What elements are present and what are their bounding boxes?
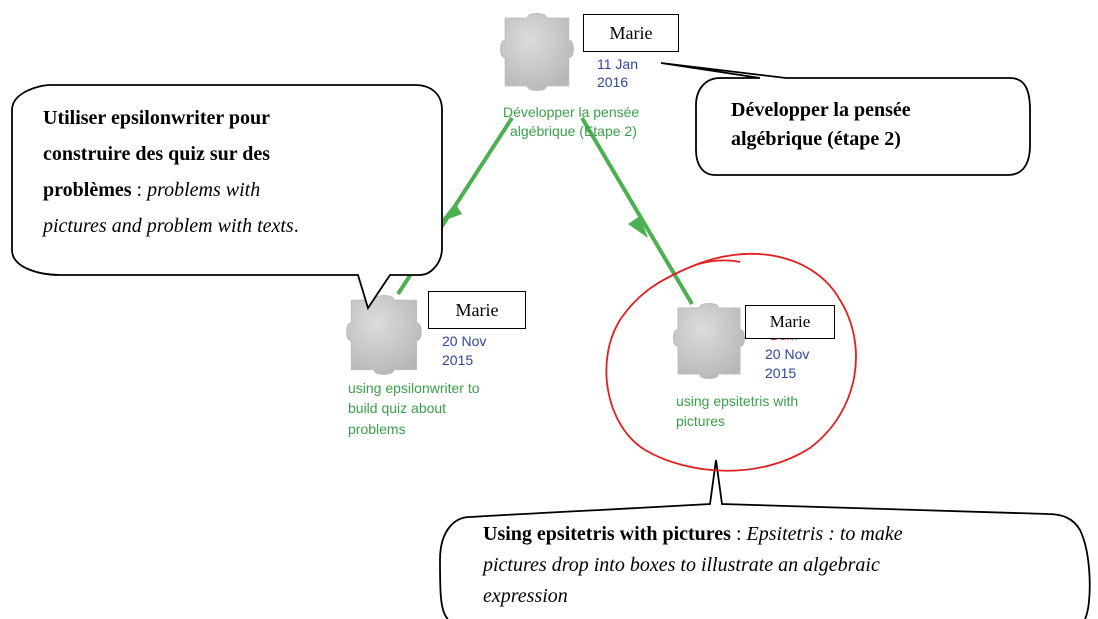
callout-bottom-sep: : bbox=[730, 523, 747, 545]
callout-bottom-bold: Using epsitetris with pictures bbox=[483, 523, 731, 545]
callout-bottom-italic2: pictures drop into boxes to illustrate a… bbox=[483, 554, 880, 576]
callout-top-right-line1: Développer la pensée bbox=[731, 99, 911, 121]
node-left-date-day: 20 Nov bbox=[442, 333, 487, 349]
callout-top-right-line2: algébrique (étape 2) bbox=[731, 128, 901, 150]
author-box-top: Marie bbox=[583, 14, 679, 52]
callout-bubble-bottom bbox=[439, 459, 1091, 619]
node-left-date-year: 2015 bbox=[442, 352, 474, 368]
edge-top-to-right bbox=[580, 116, 694, 306]
arrowhead-right bbox=[628, 216, 648, 238]
node-top-date-day: 11 Jan bbox=[597, 56, 638, 72]
node-right-date-year: 2015 bbox=[765, 365, 797, 381]
author-box-right: Marie bbox=[745, 305, 835, 339]
callout-bottom-line1: Using epsitetris with pictures : Epsitet… bbox=[483, 519, 903, 550]
callout-left-line4-italic: pictures and problem with texts bbox=[43, 215, 294, 237]
callout-bottom-text: Using epsitetris with pictures : Epsitet… bbox=[483, 519, 903, 612]
callout-bottom-italic3: expression bbox=[483, 585, 568, 607]
puzzle-icon-left[interactable] bbox=[346, 295, 422, 375]
node-right-date-day: 20 Nov bbox=[765, 346, 810, 362]
puzzle-icon-top[interactable] bbox=[500, 13, 574, 91]
callout-bubble-left bbox=[11, 84, 443, 311]
callout-left-line2: construire des quiz sur des bbox=[43, 143, 271, 165]
node-left-label-line2[interactable]: build quiz about bbox=[348, 400, 447, 416]
callout-left-line1: Utiliser epsilonwriter pour bbox=[43, 107, 271, 129]
callout-left-line3-bold: problèmes bbox=[43, 179, 132, 201]
callout-left-text: Utiliser epsilonwriter pour construire d… bbox=[43, 100, 299, 244]
callout-left-line3: problèmes : problems with bbox=[43, 172, 299, 208]
highlight-circle bbox=[605, 252, 857, 472]
callout-bottom-line2: pictures drop into boxes to illustrate a… bbox=[483, 550, 903, 581]
node-top-label-line1[interactable]: Développer la pensée bbox=[503, 104, 640, 120]
author-box-left: Marie bbox=[428, 291, 526, 329]
node-left-label-line1[interactable]: using epsilonwriter to bbox=[348, 380, 480, 396]
callout-left-line4: pictures and problem with texts. bbox=[43, 208, 299, 244]
node-left-label-line3[interactable]: problems bbox=[348, 421, 406, 437]
callout-left-line3-italic: problems with bbox=[147, 179, 261, 201]
callout-bottom-italic1: Epsitetris : to make bbox=[746, 523, 903, 545]
node-top-date-year: 2016 bbox=[597, 74, 629, 90]
node-top-label-line2[interactable]: algébrique (Etape 2) bbox=[510, 123, 637, 139]
callout-top-right-text: Développer la pensée algébrique (étape 2… bbox=[731, 96, 911, 154]
callout-bubble-top-right bbox=[660, 62, 1031, 176]
node-right-label-line2[interactable]: pictures bbox=[676, 413, 726, 429]
arrowhead-left bbox=[440, 203, 462, 222]
node-right-label-line1[interactable]: using epsitetris with bbox=[676, 393, 799, 409]
callout-bottom-line3: expression bbox=[483, 581, 903, 612]
callout-left-line3-sep: : bbox=[131, 179, 148, 201]
puzzle-icon-right[interactable] bbox=[673, 303, 745, 379]
callout-left-line4-end: . bbox=[293, 215, 299, 237]
